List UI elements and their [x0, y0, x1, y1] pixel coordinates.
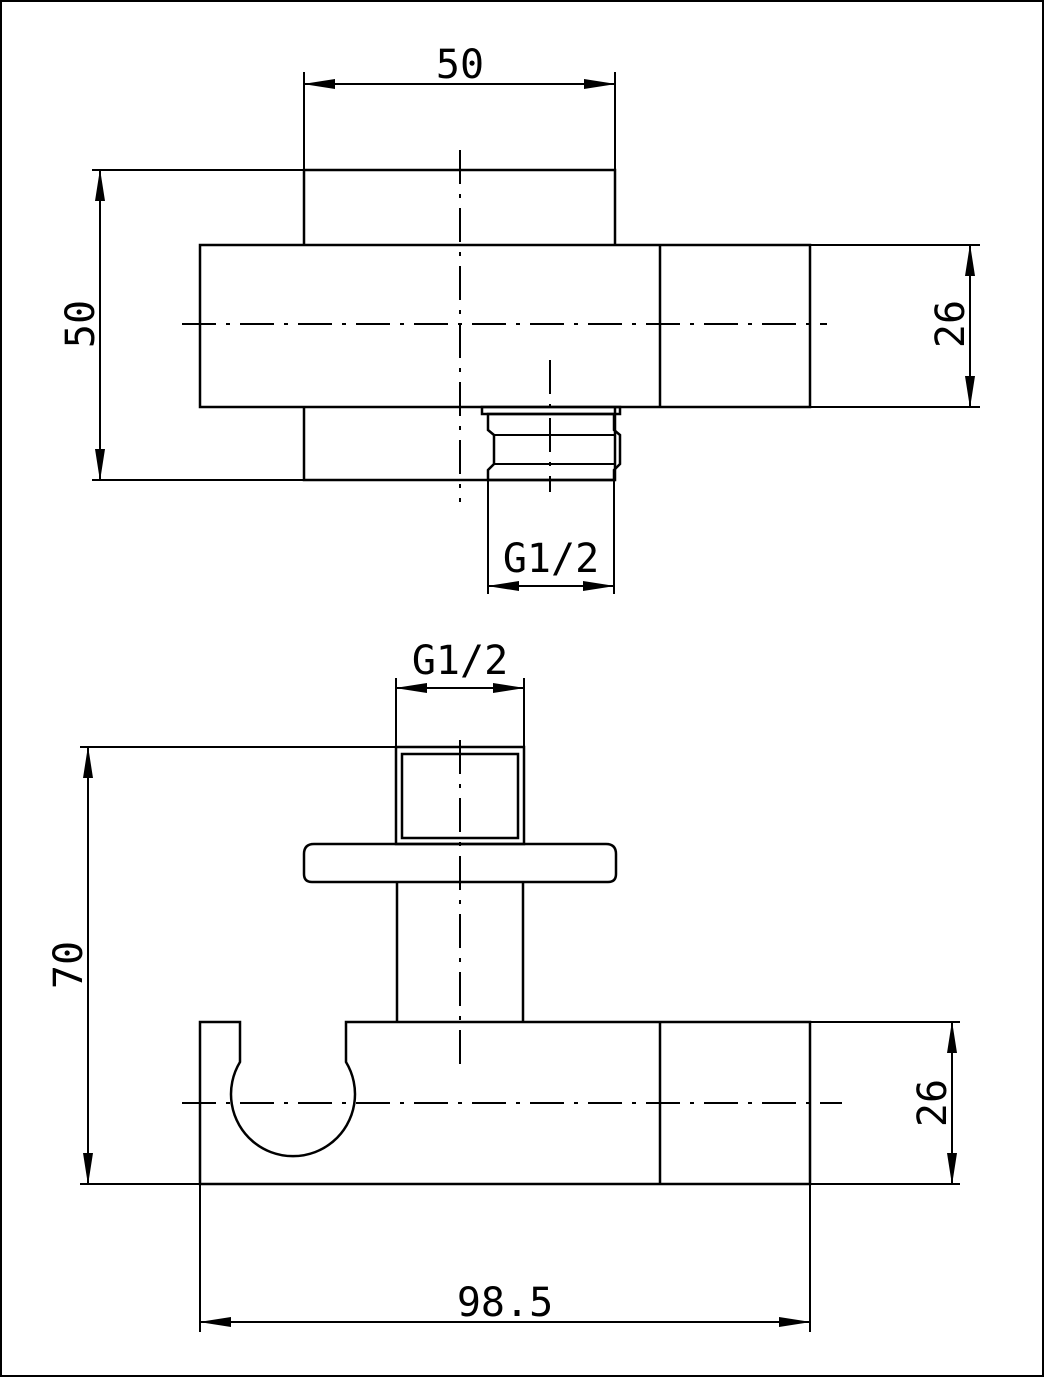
front-view-body [198, 1020, 812, 1186]
dim-label-front-length: 98.5 [457, 1280, 553, 1326]
dim-label-top-thread: G1/2 [503, 536, 599, 582]
top-view-thread-nipple [486, 412, 622, 482]
top-view: 50 50 26 G1/2 [58, 42, 980, 594]
dim-label-top-body: 26 [928, 300, 974, 348]
top-view-body [198, 243, 812, 409]
dim-label-front-height: 70 [46, 941, 92, 989]
dim-label-top-width: 50 [436, 42, 484, 88]
front-view-flange [302, 842, 618, 884]
front-view: G1/2 70 26 98.5 [46, 638, 960, 1332]
dim-label-top-height: 50 [58, 300, 104, 348]
front-view-thread-inner [400, 752, 520, 840]
dim-label-front-body: 26 [910, 1079, 956, 1127]
dim-label-front-thread: G1/2 [412, 638, 508, 684]
